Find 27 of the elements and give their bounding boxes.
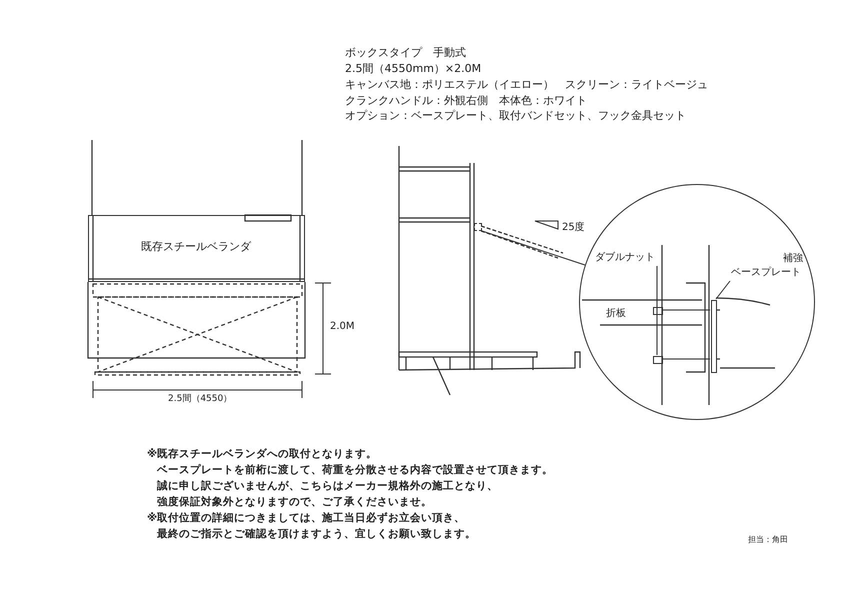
spec-text: 2.5間（4550mm）×2.0M [345, 61, 482, 76]
note-text: 強度保証対象外となりますので、ご了承くださいませ。 [157, 495, 432, 509]
note-text: 最終のご指示とご確認を頂けますよう、宜しくお願い致します。 [157, 527, 476, 541]
dimension-label: 2.5間（4550） [168, 393, 232, 405]
bolt [662, 358, 710, 360]
leader-line [482, 230, 586, 266]
note-text: ベースプレートを前桁に渡して、荷重を分散させる内容で設置させて頂きます。 [157, 463, 553, 477]
leader-line [656, 266, 658, 356]
callout-text: ダブルナット [595, 251, 667, 267]
spec-text: オプション：ベースプレート、取付バンドセット、フック金具セット [345, 108, 686, 123]
staff-text: 担当：角田 [748, 534, 788, 545]
angle-label: 25度 [562, 220, 585, 234]
note-text: ※既存スチールベランダへの取付となります。 [147, 447, 378, 461]
veranda-box: 既存スチールベランダ [88, 215, 305, 282]
nut [653, 307, 663, 315]
callout-text: 補強ベースプレート [731, 252, 805, 282]
dimension-label: 2.0M [330, 321, 355, 332]
spec-text: ボックスタイプ 手動式 [345, 45, 466, 60]
base-plate [711, 300, 717, 373]
part-label: 折板 [606, 306, 626, 320]
nut [653, 356, 663, 364]
note-text: ※取付位置の詳細につきましては、施工当日必ずお立会い頂き、 [147, 511, 466, 525]
leader-line [716, 280, 730, 300]
spec-text: キャンバス地：ポリエステル（イエロー） スクリーン：ライトベージュ [345, 77, 708, 92]
spec-text: クランクハンドル：外観右側 本体色：ホワイト [345, 93, 587, 108]
note-text: 誠に申し訳ございませんが、こちらはメーカー規格外の施工となり、 [157, 479, 498, 493]
bracket [474, 223, 482, 231]
